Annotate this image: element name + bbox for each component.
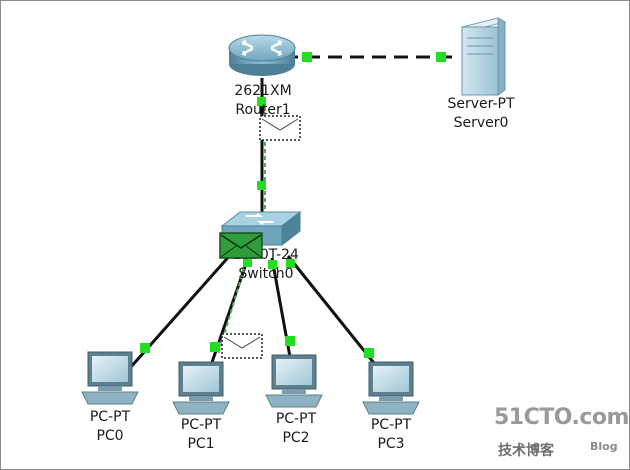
link-switch-pc2[interactable] <box>270 257 294 369</box>
server-name-label: Server0 <box>453 115 509 131</box>
link-light <box>364 348 374 358</box>
pc1-name-label: PC1 <box>187 436 215 452</box>
router-name-label: Router1 <box>235 102 291 118</box>
server-model-label: Server-PT <box>447 96 515 112</box>
link-light <box>243 258 252 267</box>
pc2-model-label: PC-PT <box>275 411 317 427</box>
link-light <box>286 259 295 268</box>
watermark-tagline: 技术博客 <box>498 443 554 459</box>
pc3-icon[interactable] <box>362 361 420 415</box>
pc0-model-label: PC-PT <box>89 409 131 425</box>
pc0-icon[interactable] <box>81 351 139 405</box>
link-switch-pc3[interactable] <box>286 255 380 369</box>
link-light <box>302 52 312 62</box>
pdu-envelope-icon[interactable] <box>220 332 266 362</box>
watermark-blog: Blog <box>590 440 618 453</box>
link-light <box>257 181 266 190</box>
server-icon[interactable] <box>460 17 507 96</box>
link-light <box>210 342 220 352</box>
pc3-name-label: PC3 <box>377 436 405 452</box>
pc2-name-label: PC2 <box>282 430 310 446</box>
active-pdu-envelope-icon[interactable] <box>218 231 266 261</box>
link-light <box>285 336 295 346</box>
pc1-icon[interactable] <box>172 361 230 415</box>
router-icon[interactable] <box>228 34 296 76</box>
link-status-lights <box>140 52 446 358</box>
pc2-icon[interactable] <box>265 354 323 408</box>
link-light <box>436 52 446 62</box>
switch-name-label: Switch0 <box>238 266 294 282</box>
link-light <box>257 97 266 106</box>
watermark-site: 51CTO.com <box>494 405 629 430</box>
pc1-model-label: PC-PT <box>180 417 222 433</box>
pc3-model-label: PC-PT <box>370 417 412 433</box>
link-light <box>268 260 277 269</box>
router-model-label: 2621XM <box>234 83 292 99</box>
pdu-envelope-icon[interactable] <box>258 114 304 144</box>
link-light <box>140 343 150 353</box>
pc0-name-label: PC0 <box>96 428 124 444</box>
